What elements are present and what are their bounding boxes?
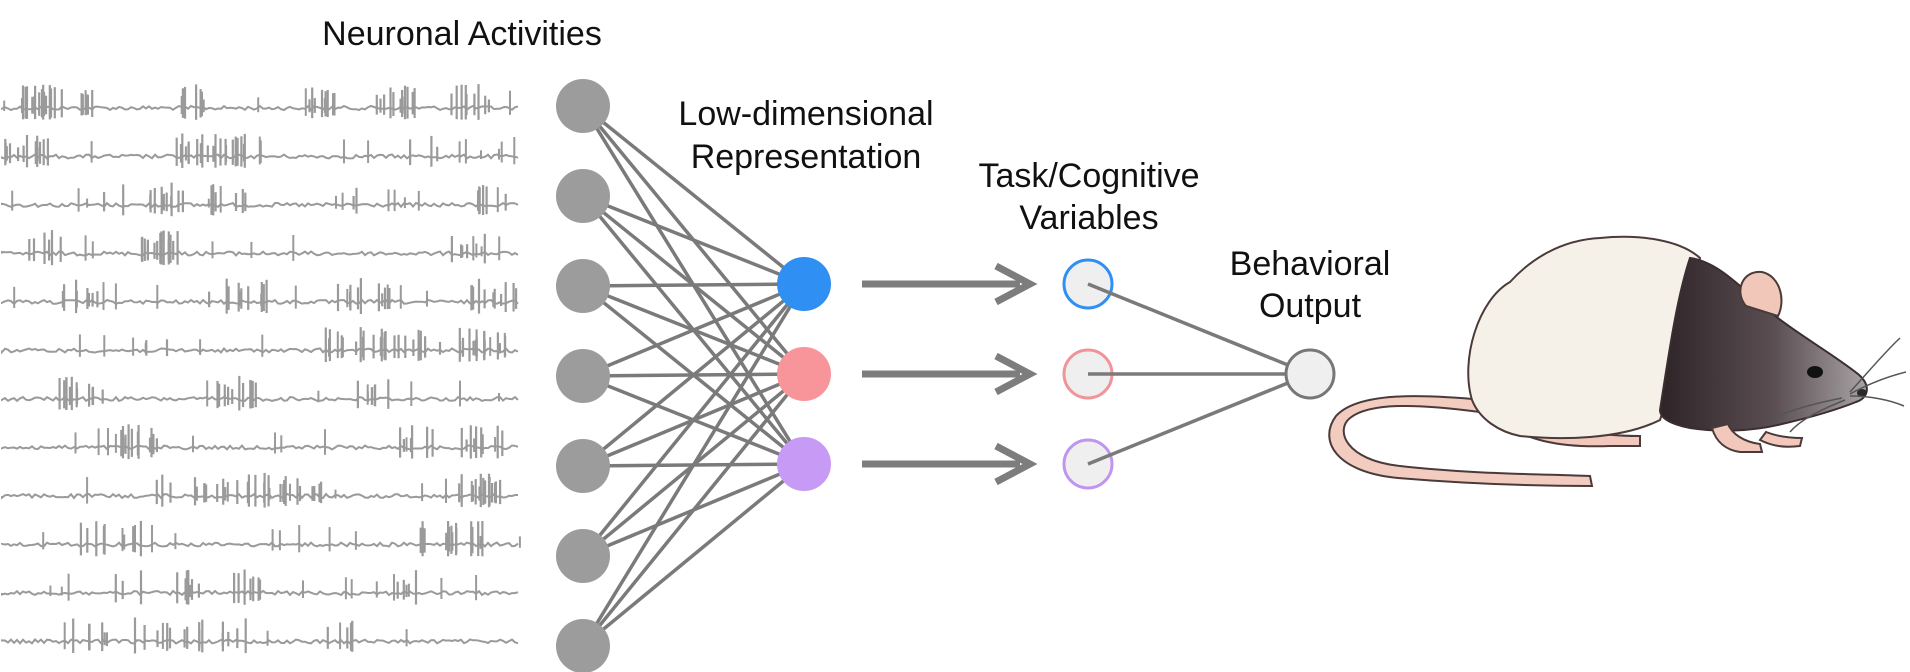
spike-trace — [0, 424, 519, 460]
spike-trace — [0, 520, 521, 557]
spike-trace — [0, 84, 519, 120]
network-edge — [582, 282, 805, 288]
latent-node — [777, 437, 831, 491]
input-neuron — [556, 439, 610, 493]
spike-trace-group — [0, 84, 521, 654]
rat-whiskers — [1769, 337, 1907, 433]
mapping-arrow — [862, 352, 1038, 396]
task-variables-label-line1: Task/Cognitive — [978, 157, 1199, 195]
input-neuron — [556, 349, 610, 403]
rat-ear — [1739, 270, 1783, 318]
behavioral-output-label-line1: Behavioral — [1230, 245, 1391, 283]
behavior-output-node — [1284, 348, 1336, 400]
spike-trace — [1, 278, 519, 314]
behavioral-output-label-line2: Output — [1259, 287, 1362, 325]
input-neuron-group — [556, 79, 610, 672]
rat-nose — [1857, 389, 1867, 397]
rat-front-leg — [1710, 422, 1764, 453]
latent-node — [777, 347, 831, 401]
mapping-arrow — [862, 442, 1038, 486]
input-neuron — [556, 619, 610, 672]
network-edge — [581, 104, 806, 286]
neuronal-activities-label: Neuronal Activities — [322, 15, 602, 53]
network-edge — [581, 282, 806, 468]
mapping-arrow-group — [862, 262, 1038, 486]
low-dim-label-line2: Representation — [691, 138, 922, 176]
network-edge-group — [581, 104, 806, 648]
latent-node-group — [777, 257, 831, 491]
rat-body — [1467, 235, 1702, 440]
mapping-arrow — [862, 262, 1038, 306]
input-neuron — [556, 169, 610, 223]
network-edge — [581, 462, 806, 648]
input-neuron — [556, 529, 610, 583]
spike-trace — [1, 375, 519, 411]
latent-node — [777, 257, 831, 311]
rat-tail — [1328, 395, 1594, 488]
network-edge — [581, 282, 806, 558]
network-edge — [582, 194, 805, 286]
low-dim-label-line1: Low-dimensional — [678, 95, 933, 133]
rat-front-paw — [1758, 430, 1804, 448]
spike-trace — [1, 617, 519, 654]
output-edge — [1087, 282, 1311, 376]
spike-trace — [1, 182, 519, 217]
network-edge — [581, 372, 806, 648]
rat-eye — [1807, 366, 1823, 378]
network-edge — [582, 282, 805, 378]
output-edge — [1087, 372, 1311, 466]
spike-trace — [1, 472, 518, 508]
spike-trace — [1, 230, 519, 266]
spike-trace — [1, 133, 519, 168]
spike-trace — [1, 569, 519, 605]
input-neuron — [556, 259, 610, 313]
network-edge — [581, 283, 806, 647]
input-neuron — [556, 79, 610, 133]
task-variables-label-line2: Variables — [1019, 199, 1158, 237]
rat-illustration — [1328, 235, 1907, 488]
behavior-output-group — [1087, 282, 1336, 466]
spike-trace — [1, 327, 519, 363]
